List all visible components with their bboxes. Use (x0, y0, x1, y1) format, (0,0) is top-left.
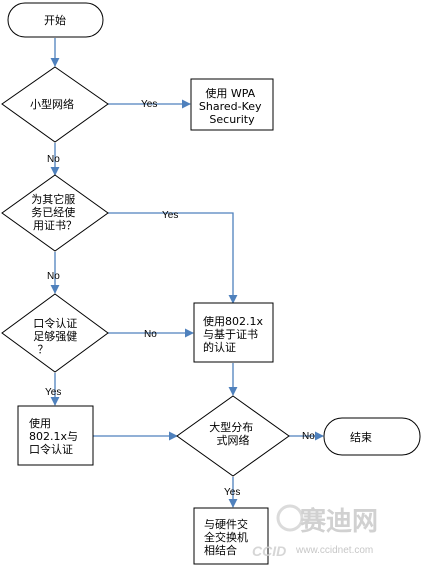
decision-password-auth: 口令认证 足够强健 ？ (1, 293, 109, 373)
decision-small-network: 小型网络 (1, 66, 109, 143)
other-services-line-2: 务已经使 (31, 206, 75, 219)
label-large-yes: Yes (224, 487, 240, 498)
password-line-2: 802.1x与 (29, 430, 78, 443)
decision-other-services: 为其它服 务已经使 用证书？ (1, 174, 109, 252)
decision-small-network-label: 小型网络 (30, 97, 74, 111)
label-password-auth-no: No (144, 329, 157, 340)
svg-text:为其它服 务已经使 用证书？: 为其它服 务已经使 用证书？ (31, 192, 79, 232)
svg-text:口令认证 足够强健 ？: 口令认证 足够强健 ？ (33, 316, 81, 356)
cert-line-1: 使用802.1x (203, 315, 263, 328)
watermark-logo-icon (276, 504, 304, 532)
process-combine-switch: 与硬件交 全交换机 相结合 (193, 507, 269, 565)
watermark-logo-text: CCID (252, 543, 286, 559)
edge-labels: Yes No Yes No No Yes No Yes (45, 99, 315, 498)
large-line-2: 式网络 (217, 433, 250, 447)
process-8021x-cert: 使用802.1x 与基于证书 的认证 (193, 302, 274, 363)
label-password-auth-yes: Yes (45, 387, 61, 398)
process-use-wpa: 使用 WPA Shared-Key Security (190, 78, 274, 131)
connectors (50, 38, 324, 508)
other-services-line-3: 用证书？ (33, 219, 77, 232)
label-other-services-yes: Yes (162, 210, 178, 221)
password-line-1: 使用 (29, 417, 51, 430)
password-line-3: 口令认证 (29, 442, 73, 456)
large-line-1: 大型分布 (209, 420, 253, 434)
combine-line-2: 全交换机 (204, 530, 248, 544)
label-other-services-no: No (47, 271, 60, 282)
label-small-network-yes: Yes (141, 99, 157, 110)
start-label: 开始 (44, 13, 66, 27)
start-terminator: 开始 (7, 2, 104, 38)
end-label: 结束 (350, 431, 372, 444)
password-auth-line-1: 口令认证 (33, 316, 77, 330)
label-small-network-no: No (47, 154, 60, 165)
svg-text:使用 WPA Shared-Key: 使用 WPA Shared-Key Security (199, 87, 265, 126)
password-auth-line-2: 足够强健 (33, 330, 77, 343)
svg-text:大型分布 式网络: 大型分布 式网络 (209, 420, 257, 447)
svg-text:与硬件交 全交换机 相结合: 与硬件交 全交换机 相结合 (204, 517, 252, 557)
use-wpa-line-1: 使用 WPA (205, 87, 255, 100)
watermark-site-cn: 赛迪网 (299, 506, 378, 537)
watermark: 赛迪网 CCID www.ccidnet.com (252, 504, 378, 559)
label-large-no: No (302, 431, 315, 442)
use-wpa-line-3: Security (209, 113, 255, 126)
combine-line-1: 与硬件交 (204, 517, 248, 531)
cert-line-3: 的认证 (203, 340, 236, 354)
use-wpa-line-2: Shared-Key (199, 100, 262, 113)
decision-large-distributed: 大型分布 式网络 (176, 395, 290, 477)
cert-line-2: 与基于证书 (203, 328, 258, 341)
combine-line-3: 相结合 (204, 543, 237, 557)
other-services-line-1: 为其它服 (31, 192, 75, 206)
password-auth-line-3: ？ (38, 343, 49, 356)
edge-other-services-yes (108, 212, 238, 304)
process-8021x-password: 使用 802.1x与 口令认证 (17, 405, 94, 466)
svg-text:使用 802.1x与 口令认证: 使用 802.1x与 口令认证 (29, 417, 82, 456)
svg-text:使用802.1x 与基于证书 的认证: 使用802.1x 与基于证书 的认证 (203, 315, 267, 354)
watermark-site-url: www.ccidnet.com (295, 545, 373, 556)
end-terminator: 结束 (323, 417, 421, 456)
